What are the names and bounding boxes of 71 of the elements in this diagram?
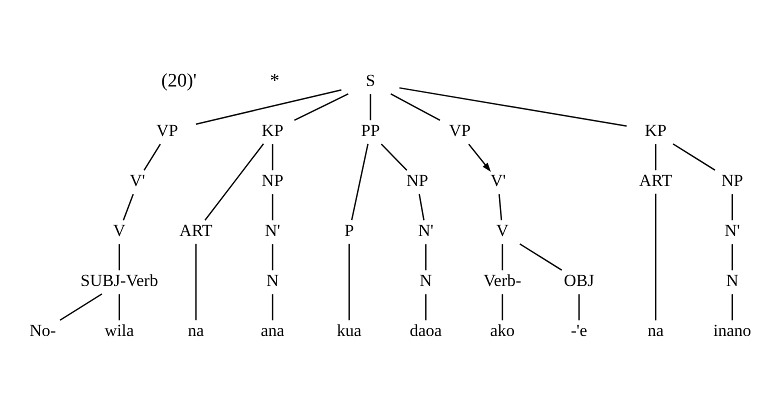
node-text: N [419,270,432,290]
connector [294,92,348,120]
node-text: V' [490,170,506,190]
connector [654,144,656,170]
connector [418,194,424,220]
connector [195,88,341,124]
node-text: -'e [570,320,587,340]
node-text: No- [28,320,56,340]
connector [271,194,273,220]
node-text: KP [644,120,666,140]
node-text: VP [156,120,178,140]
node-text: V [112,220,125,240]
connector [194,243,196,320]
connector [501,244,503,270]
node-text: na [187,320,204,340]
node-text: V' [129,170,145,190]
node-text: P [344,220,354,240]
node-text: NP [261,170,283,190]
node-text: ART [638,170,672,190]
connector [118,244,120,270]
connector [143,143,160,170]
node-text: N [726,270,738,290]
node-text: KP [261,120,283,140]
node-text: N' [418,220,433,240]
connector [348,243,350,320]
node-text: na [647,320,664,340]
connector [380,143,407,170]
connector [390,92,440,120]
node-text: wila [104,320,134,340]
arrow [468,143,490,172]
node-text: daoa [409,320,442,340]
connector [398,86,626,126]
connector [271,144,273,170]
connector [350,143,368,220]
connector [672,142,715,170]
node-text: NP [406,170,428,190]
node-text: NP [720,170,743,190]
connector [654,193,656,320]
node-text: kua [336,320,361,340]
node-text: N [266,270,278,290]
connector [369,94,371,120]
node-text: inano [712,320,751,340]
connector [204,142,264,220]
node-text: N' [264,220,280,240]
connector [498,194,502,220]
node-text: SUBJ-Verb [80,270,158,290]
connector [424,244,426,270]
connector [59,292,102,320]
label: (20)' [160,70,196,92]
node-text: S [365,70,375,90]
node-text: PP [360,120,380,140]
connector [271,244,273,270]
connector [731,294,732,320]
node-text: ako [490,320,514,340]
node-text: VP [448,120,470,140]
node-text: Verb- [483,270,521,290]
connector [271,294,273,320]
connector [424,294,426,320]
node-text: ana [260,320,284,340]
label: * [269,70,279,92]
connector [578,294,580,320]
connector [731,194,732,220]
connector [122,193,134,220]
node-text: OBJ [563,270,594,290]
connector [731,244,732,270]
connector [518,242,562,270]
node-text: ART [178,220,212,240]
connector [501,294,503,320]
connector [118,294,120,320]
node-text: N' [724,220,740,240]
node-text: V [496,220,508,240]
